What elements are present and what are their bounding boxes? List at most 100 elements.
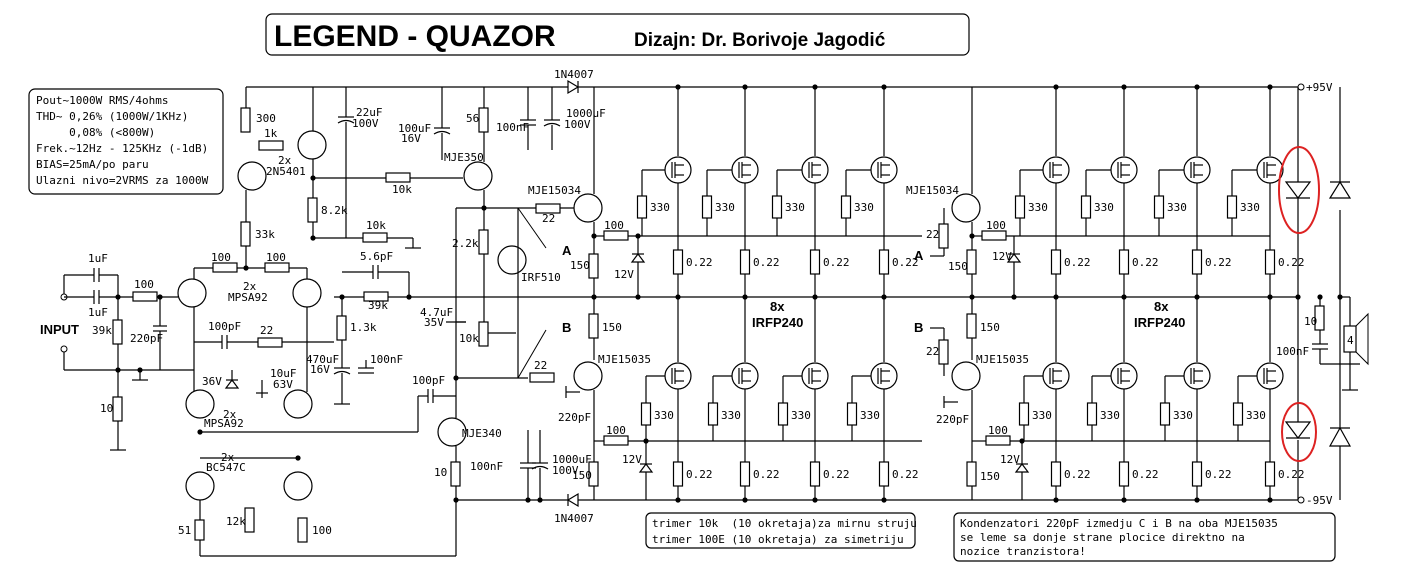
r10k-mid-label: 10k <box>366 219 386 232</box>
r300-label: 300 <box>256 112 276 125</box>
junction-dot <box>453 497 459 503</box>
junction-dot <box>115 294 121 300</box>
r150-right-3: 150 <box>980 470 1000 483</box>
mosfet-count-left: 8x <box>770 299 785 314</box>
bc547-label: BC547C <box>206 461 246 474</box>
neg-rail-label: -95V <box>1306 494 1333 507</box>
c10u-label: 10uF <box>270 367 297 380</box>
junction-dot <box>197 429 203 435</box>
mosfet-count-right: 8x <box>1154 299 1169 314</box>
upper-l1-gate-label: 330 <box>715 201 735 214</box>
z36v-label: 36V <box>202 375 222 388</box>
mje350-label: MJE350 <box>444 151 484 164</box>
junction-dot <box>812 497 818 503</box>
mpsa92-top-count: 2x <box>243 280 257 293</box>
r100-a-label: 100 <box>211 251 231 264</box>
mosfet-label-right: IRFP240 <box>1134 315 1185 330</box>
lower-l3-source-resistor <box>878 461 890 487</box>
mpsa92-q3 <box>185 389 215 419</box>
c100p-low-label: 100pF <box>412 374 445 387</box>
spec-line: Frek.~12Hz - 125KHz (-1dB) <box>36 142 208 155</box>
upper-l0-mosfet <box>664 156 692 184</box>
pot100-label: 100 <box>312 524 332 537</box>
upper-r5-source-resistor <box>1118 249 1130 275</box>
lower-l0-source-label: 0.22 <box>686 468 713 481</box>
mje340-q <box>437 417 467 447</box>
lower-r5-mosfet <box>1110 362 1138 390</box>
junction-dot <box>453 375 459 381</box>
upper-l3-gate-label: 330 <box>854 201 874 214</box>
junction-dot <box>115 367 121 373</box>
upper-l2-gate-resistor <box>771 195 783 219</box>
lower-l0-gate-resistor <box>640 402 652 426</box>
2n5401-q2 <box>297 130 327 160</box>
r100-left-bot: 100 <box>606 424 626 437</box>
r39k-fb-label: 39k <box>368 299 388 312</box>
c220p-left: 220pF <box>558 411 591 424</box>
lower-r5-gate-resistor <box>1086 402 1098 426</box>
r150-right-1: 150 <box>948 260 968 273</box>
upper-r4-source-label: 0.22 <box>1064 256 1091 269</box>
lower-r5-gate-label: 330 <box>1100 409 1120 422</box>
junction-dot <box>406 294 412 300</box>
lower-l3-mosfet <box>870 362 898 390</box>
lower-r4-gate-resistor <box>1018 402 1030 426</box>
junction-dot <box>881 294 887 300</box>
spec-line: Ulazni nivo=2VRMS za 1000W <box>36 174 209 187</box>
upper-l2-mosfet <box>801 156 829 184</box>
c1u-b-label: 1uF <box>88 306 108 319</box>
lower-l2-source-resistor <box>809 461 821 487</box>
lower-l1-source-label: 0.22 <box>753 468 780 481</box>
junction-dot <box>635 294 641 300</box>
r100-right-top: 100 <box>986 219 1006 232</box>
spec-lines: Pout~1000W RMS/4ohms THD~ 0,26% (1000W/1… <box>36 94 209 187</box>
pot10k-label: 10k <box>459 332 479 345</box>
upper-r4-gate-label: 330 <box>1028 201 1048 214</box>
spec-line: Pout~1000W RMS/4ohms <box>36 94 168 107</box>
junction-dot <box>157 294 163 300</box>
capacitor-note-line: nozice tranzistora! <box>960 545 1086 558</box>
c1000u-bot-v-label: 100V <box>552 464 579 477</box>
c5-6p-label: 5.6pF <box>360 250 393 263</box>
upper-r5-source-label: 0.22 <box>1132 256 1159 269</box>
input-label: INPUT <box>40 322 79 337</box>
title-box <box>265 13 970 56</box>
c22u-v-label: 100V <box>352 117 379 130</box>
z12v-right-bot: 12V <box>1000 453 1020 466</box>
lower-r4-mosfet <box>1042 362 1070 390</box>
lower-r4-gate-label: 330 <box>1032 409 1052 422</box>
c100n-out-label: 100nF <box>1276 345 1309 358</box>
lower-l0-mosfet <box>664 362 692 390</box>
junction-dot <box>1053 84 1059 90</box>
r22-left-top: 22 <box>542 212 555 225</box>
junction-dot <box>1053 294 1059 300</box>
lower-r7-gate-resistor <box>1232 402 1244 426</box>
mje340-label: MJE340 <box>462 427 502 440</box>
r22-left-bot: 22 <box>534 359 547 372</box>
c220p-right: 220pF <box>936 413 969 426</box>
2n5401-q1 <box>237 161 267 191</box>
c100p-mid-label: 100pF <box>208 320 241 333</box>
junction-dot <box>1194 497 1200 503</box>
junction-dot <box>1267 294 1273 300</box>
pot10k <box>478 321 489 347</box>
lower-r7-source-label: 0.22 <box>1278 468 1305 481</box>
lower-r7-source-resistor <box>1264 461 1276 487</box>
r10-low-label: 10 <box>434 466 447 479</box>
lower-r6-source-label: 0.22 <box>1205 468 1232 481</box>
r10k-top-label: 10k <box>392 183 412 196</box>
lower-r6-gate-label: 330 <box>1173 409 1193 422</box>
junction-dot <box>310 235 316 241</box>
designer-credit: Dizajn: Dr. Borivoje Jagodić <box>634 30 886 51</box>
junction-dot <box>481 205 487 211</box>
upper-l3-gate-resistor <box>840 195 852 219</box>
r8-2k-label: 8.2k <box>321 204 348 217</box>
c470u-v-label: 16V <box>310 363 330 376</box>
c100u-label: 100uF <box>398 122 431 135</box>
upper-r6-source-resistor <box>1191 249 1203 275</box>
c10u-v-label: 63V <box>273 378 293 391</box>
bc547-q2 <box>283 471 313 501</box>
upper-l1-source-resistor <box>739 249 751 275</box>
junction-dot <box>1011 294 1017 300</box>
mosfet-label-left: IRFP240 <box>752 315 803 330</box>
